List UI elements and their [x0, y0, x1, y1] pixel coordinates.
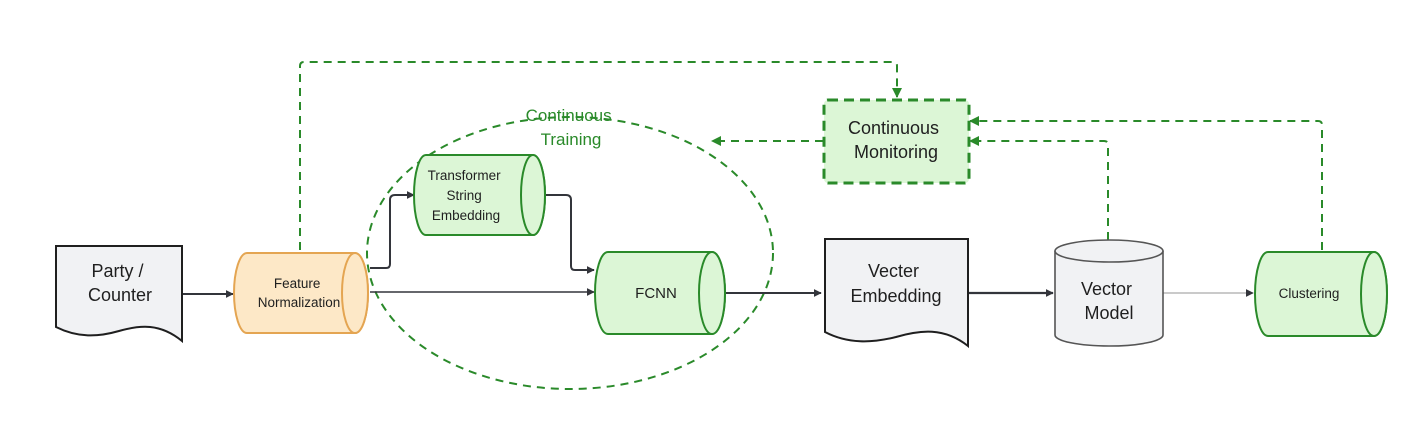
- transformer-label-3: Embedding: [432, 208, 500, 223]
- edge-clustering-to-monitoring: [969, 116, 1323, 250]
- feature-normalization-label-2: Normalization: [258, 295, 341, 310]
- vecter-embedding-node: Vecter Embedding: [824, 238, 969, 349]
- party-counter-node: Party / Counter: [55, 245, 183, 344]
- fcnn-label: FCNN: [635, 285, 677, 302]
- vecter-label-2: Embedding: [850, 286, 941, 306]
- monitoring-label-1: Continuous: [848, 118, 939, 138]
- party-counter-label-1: Party /: [91, 261, 143, 281]
- clustering-node: Clustering: [1254, 251, 1388, 337]
- continuous-training-group: [366, 116, 774, 390]
- continuous-monitoring-node: Continuous Monitoring: [822, 98, 971, 185]
- vector-model-label-1: Vector: [1081, 279, 1132, 299]
- monitoring-label-2: Monitoring: [854, 142, 938, 162]
- svg-text:Continuous Monitoring: Continuous Monitoring: [848, 118, 944, 162]
- feature-normalization-label-1: Feature: [274, 276, 321, 291]
- continuous-training-label: Continuous Training: [526, 106, 617, 149]
- transformer-embedding-node: Transformer String Embedding: [413, 154, 546, 236]
- party-counter-label-2: Counter: [88, 285, 152, 305]
- vecter-label-1: Vecter: [868, 261, 919, 281]
- transformer-label-2: String: [446, 188, 481, 203]
- edge-feature-to-transformer: [370, 191, 415, 269]
- edge-transformer-to-fcnn: [545, 194, 595, 274]
- svg-text:Clustering: Clustering: [1279, 286, 1340, 301]
- fcnn-node: FCNN: [594, 251, 726, 335]
- vector-model-node: Vector Model: [1054, 239, 1164, 347]
- svg-text:Transformer String: Transformer String Embedding: [428, 168, 505, 223]
- svg-text:Vecter Embedding: Vecter Embedding: [850, 261, 941, 306]
- svg-text:Feature Normalization: Feature Normalization: [258, 276, 341, 310]
- svg-text:FCNN: FCNN: [635, 285, 677, 302]
- feature-normalization-node: Feature Normalization: [233, 252, 369, 334]
- clustering-label: Clustering: [1279, 286, 1340, 301]
- svg-text:Party / Counter: Party / Counter: [88, 261, 152, 305]
- edge-feature-to-monitoring: [299, 61, 902, 250]
- transformer-label-1: Transformer: [428, 168, 502, 183]
- vector-model-label-2: Model: [1084, 303, 1133, 323]
- edge-vectormodel-to-monitoring: [969, 136, 1109, 240]
- svg-text:Vector Model: Vector Model: [1081, 279, 1137, 323]
